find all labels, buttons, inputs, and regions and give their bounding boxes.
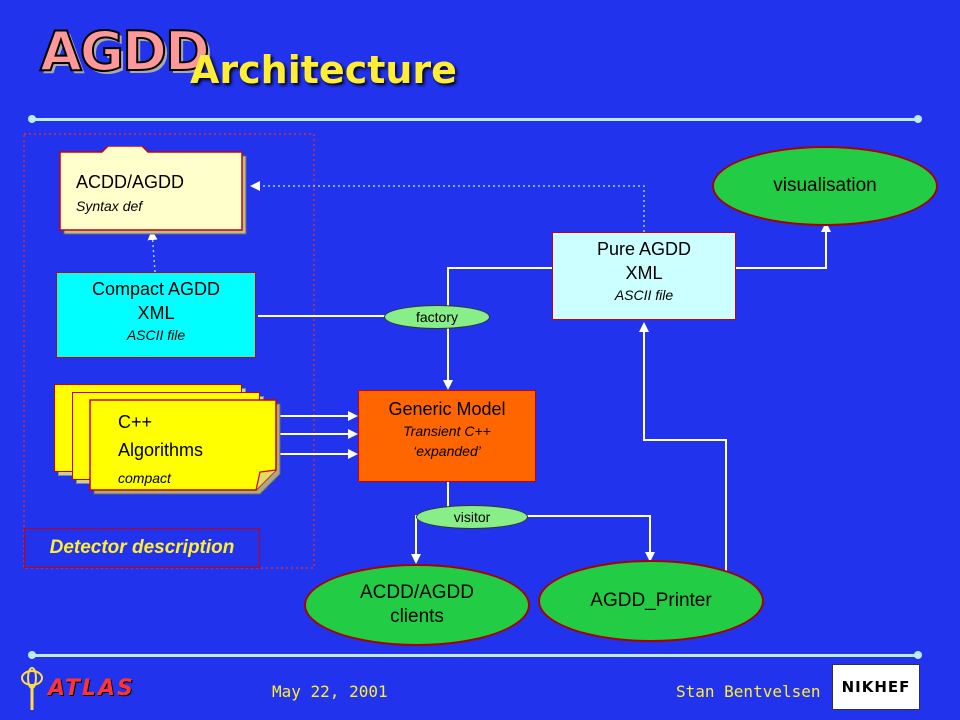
- algorithms-node: C++ Algorithms compact: [54, 384, 284, 495]
- pure-to-visualisation-arrow: [736, 222, 831, 269]
- agdd-printer-node: AGDD_Printer: [538, 560, 764, 642]
- top-rule-left-dot: [28, 115, 36, 123]
- compact-agdd-title: Compact AGDD: [91, 279, 221, 299]
- pure-agdd-title: Pure AGDD: [596, 239, 692, 259]
- bottom-rule: [32, 654, 918, 657]
- clients-node: ACDD/AGDD clients: [304, 564, 530, 646]
- syntax-def-node: ACDD/AGDD Syntax def: [56, 146, 252, 238]
- atlas-logo-icon: [21, 667, 43, 710]
- top-rule-right-dot: [914, 115, 922, 123]
- generic-model-node: Generic Model Transient C++ ‘expanded’: [358, 390, 536, 482]
- generic-model-mode: ‘expanded’: [413, 443, 481, 459]
- atlas-logo-text: ATLAS: [48, 676, 135, 701]
- page-title: Architecture: [190, 48, 457, 92]
- compact-agdd-node: Compact AGDD XML ASCII file: [56, 272, 256, 358]
- bottom-rule-right-dot: [914, 651, 922, 659]
- visitor-pill: visitor: [416, 505, 528, 529]
- detector-description-label: Detector description: [24, 528, 260, 568]
- factory-pill: factory: [384, 305, 490, 329]
- algorithms-doc-front: [89, 399, 281, 495]
- pure-agdd-filetype: ASCII file: [614, 287, 674, 303]
- pure-agdd-node: Pure AGDD XML ASCII file: [552, 232, 736, 320]
- nikhef-logo-text: NIKHEF: [841, 678, 911, 696]
- bottom-rule-left-dot: [28, 651, 36, 659]
- generic-model-title: Generic Model: [388, 399, 506, 419]
- syntax-def-title: ACDD/AGDD: [76, 172, 185, 192]
- printer-to-pure-arrow: [639, 322, 727, 572]
- compact-agdd-filetype: ASCII file: [126, 327, 186, 343]
- detector-frame: [23, 133, 315, 569]
- algorithms-line1: C++: [118, 412, 153, 432]
- generic-model-subtitle: Transient C++: [403, 423, 491, 439]
- top-rule: [32, 118, 918, 121]
- pure-to-syntax-arrow: [250, 181, 645, 232]
- factory-to-pure-line: [447, 267, 552, 316]
- algorithms-line3: compact: [118, 470, 171, 486]
- clients-line2: clients: [390, 606, 444, 627]
- syntax-def-subtitle: Syntax def: [76, 198, 143, 214]
- footer-author: Stan Bentvelsen: [676, 682, 821, 701]
- nikhef-logo: NIKHEF: [832, 664, 920, 710]
- footer-date: May 22, 2001: [272, 682, 388, 701]
- clients-line1: ACDD/AGDD: [359, 582, 474, 603]
- visualisation-node: visualisation: [712, 146, 938, 226]
- compact-to-syntax-arrow: [147, 230, 158, 273]
- algorithms-line2: Algorithms: [118, 440, 204, 460]
- syntax-def-shape: [59, 146, 247, 235]
- agdd-logo: AGDD: [39, 19, 211, 84]
- compact-agdd-format: XML: [137, 303, 175, 323]
- pure-agdd-format: XML: [625, 263, 663, 283]
